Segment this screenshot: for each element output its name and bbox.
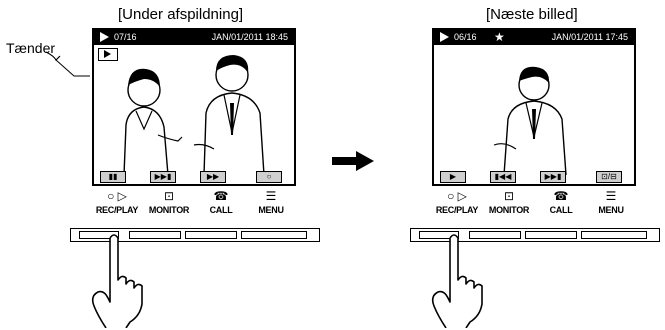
right-softkeys: ▶ ▮◀◀ ▶▶▮ ⊡/⊟ <box>434 170 634 184</box>
menu-button[interactable]: ☰ MENU <box>586 188 636 224</box>
protect-delete-icon: ⊡/⊟ <box>596 171 622 183</box>
play-icon <box>100 32 109 42</box>
hardkey-1[interactable] <box>79 231 119 239</box>
call-icon: ☎ <box>553 189 569 203</box>
call-label: CALL <box>209 205 233 215</box>
recorded-image <box>123 55 265 175</box>
callout-line <box>45 51 90 77</box>
monitor-label: MONITOR <box>488 205 530 215</box>
right-hardkey-row <box>410 228 660 242</box>
left-softkeys: ▮▮ ▶▶▮ ▶▶ ○ <box>94 170 294 184</box>
right-button-labels: ○ ▷ REC/PLAY ⊡ MONITOR ☎ CALL ☰ MENU <box>432 188 636 224</box>
record-icon: ○ <box>256 171 282 183</box>
menu-button[interactable]: ☰ MENU <box>246 188 296 224</box>
pressing-hand-icon <box>91 234 143 328</box>
right-arrow-icon <box>332 151 374 171</box>
hardkey-3[interactable] <box>185 231 237 239</box>
monitor-icon: ⊡ <box>163 189 175 203</box>
call-button[interactable]: ☎ CALL <box>196 188 246 224</box>
left-caption: [Under afspildning] <box>118 6 244 23</box>
menu-icon: ☰ <box>265 189 277 203</box>
menu-label: MENU <box>598 205 624 215</box>
rec-play-label: REC/PLAY <box>435 205 479 215</box>
rec-play-icon: ○ ▷ <box>107 189 127 203</box>
monitor-button[interactable]: ⊡ MONITOR <box>484 188 534 224</box>
hardkey-2[interactable] <box>129 231 181 239</box>
fast-forward-icon: ▶▶ <box>200 171 226 183</box>
monitor-icon: ⊡ <box>503 189 515 203</box>
rec-play-label: REC/PLAY <box>95 205 139 215</box>
hardkey-2[interactable] <box>469 231 521 239</box>
rec-play-icon: ○ ▷ <box>447 189 467 203</box>
left-status-bar: 07/16 JAN/01/2011 18:45 <box>94 30 294 45</box>
hardkey-4[interactable] <box>241 231 307 239</box>
hardkey-1[interactable] <box>419 231 459 239</box>
menu-icon: ☰ <box>605 189 617 203</box>
left-button-labels: ○ ▷ REC/PLAY ⊡ MONITOR ☎ CALL ☰ MENU <box>92 188 296 224</box>
timestamp: JAN/01/2011 17:45 <box>551 32 628 42</box>
star-icon: ★ <box>494 30 505 44</box>
callout-label: Tænder <box>6 40 56 56</box>
recorded-image <box>493 66 567 175</box>
pressing-hand-icon <box>431 234 483 328</box>
right-status-bar: 06/16 ★ JAN/01/2011 17:45 <box>434 30 634 45</box>
hardkey-4[interactable] <box>581 231 647 239</box>
skip-next-icon: ▶▶▮ <box>540 171 566 183</box>
call-icon: ☎ <box>213 189 229 203</box>
play-button-icon: ▶ <box>440 171 466 183</box>
call-button[interactable]: ☎ CALL <box>536 188 586 224</box>
skip-previous-icon: ▮◀◀ <box>490 171 516 183</box>
menu-label: MENU <box>258 205 284 215</box>
left-intercom: 07/16 JAN/01/2011 18:45 ▮▮ ▶▶▮ ▶▶ ○ <box>70 28 320 328</box>
call-label: CALL <box>549 205 573 215</box>
monitor-label: MONITOR <box>148 205 190 215</box>
image-count: 07/16 <box>114 32 137 42</box>
rec-play-button[interactable]: ○ ▷ REC/PLAY <box>432 188 482 224</box>
left-screen: 07/16 JAN/01/2011 18:45 ▮▮ ▶▶▮ ▶▶ ○ <box>92 28 296 186</box>
playback-indicator-icon <box>98 48 118 61</box>
monitor-button[interactable]: ⊡ MONITOR <box>144 188 194 224</box>
right-screen: 06/16 ★ JAN/01/2011 17:45 ▶ ▮◀◀ ▶▶▮ ⊡/⊟ <box>432 28 636 186</box>
rec-play-button[interactable]: ○ ▷ REC/PLAY <box>92 188 142 224</box>
timestamp: JAN/01/2011 18:45 <box>211 32 288 42</box>
hardkey-3[interactable] <box>525 231 577 239</box>
image-count: 06/16 <box>454 32 477 42</box>
pause-icon: ▮▮ <box>100 171 126 183</box>
right-caption: [Næste billed] <box>486 6 578 23</box>
play-icon <box>440 32 449 42</box>
skip-next-icon: ▶▶▮ <box>150 171 176 183</box>
right-intercom: 06/16 ★ JAN/01/2011 17:45 ▶ ▮◀◀ ▶▶▮ ⊡/⊟ … <box>410 28 660 328</box>
left-hardkey-row <box>70 228 320 242</box>
